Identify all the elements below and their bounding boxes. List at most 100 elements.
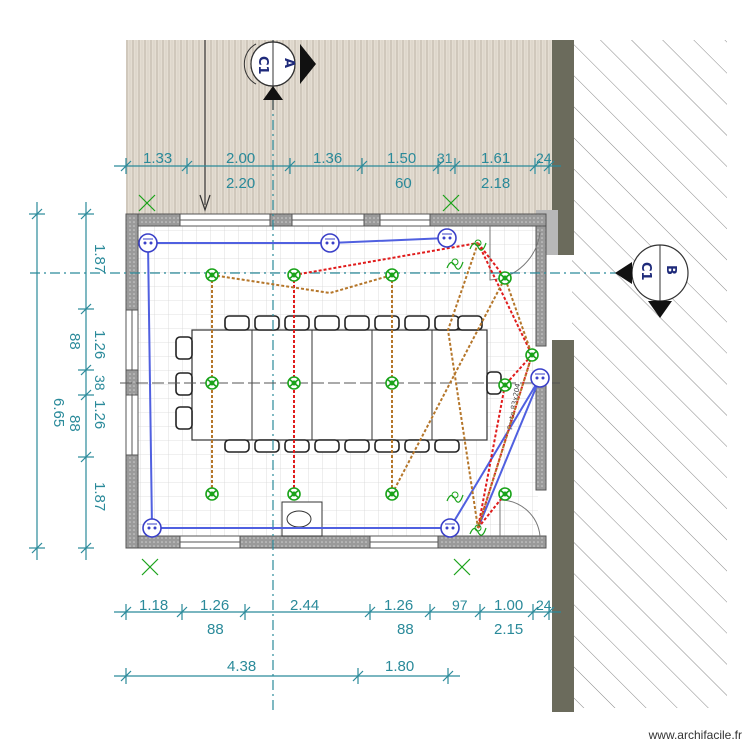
chair [344, 439, 370, 453]
watermark: www.archifacile.fr [648, 728, 742, 742]
light-point [525, 348, 539, 362]
socket [437, 228, 457, 248]
door-swing-top-right [489, 226, 541, 281]
dim-top-lower-3: 2.18 [481, 175, 510, 192]
chair [404, 315, 430, 331]
section-b-sheet: C1 [638, 262, 653, 281]
light-point [205, 487, 219, 501]
x-marker [453, 558, 471, 576]
dim-bottom-total-1: 4.38 [227, 658, 256, 675]
chair [224, 439, 250, 453]
dimension-lines [29, 158, 561, 684]
dining-table [191, 329, 488, 441]
dim-top-3: 1.36 [313, 150, 342, 167]
axis-lines [30, 40, 620, 710]
light-points [205, 268, 539, 501]
dim-top-1: 1.33 [143, 150, 172, 167]
dim-left-mid-1: 88 [66, 333, 83, 350]
switches [446, 239, 487, 536]
socket [138, 233, 158, 253]
socket [142, 518, 162, 538]
dim-top-6: 1.61 [481, 150, 510, 167]
sockets [138, 228, 550, 538]
hatched-wall-area [572, 40, 727, 708]
chair [224, 315, 250, 331]
wiring-brown [211, 242, 534, 529]
chair [457, 315, 483, 331]
dim-left-4: 1.26 [91, 400, 108, 429]
wood-deck [126, 40, 556, 218]
dim-bottom-4: 1.26 [384, 597, 413, 614]
chair [284, 315, 310, 331]
light-point [205, 268, 219, 282]
dim-left-total: 6.65 [50, 398, 67, 427]
dim-top-5: 31 [437, 150, 453, 166]
chair [314, 439, 340, 453]
dim-top-lower-2: 60 [395, 175, 412, 192]
section-a-letter: A [281, 58, 296, 68]
dim-bottom-6: 1.00 [494, 597, 523, 614]
chair [404, 439, 430, 453]
section-marker-b: B C1 [615, 244, 689, 318]
chair [175, 372, 193, 396]
light-point [498, 378, 512, 392]
x-marker [141, 558, 159, 576]
corner-x-markers [138, 194, 471, 576]
light-point [287, 487, 301, 501]
neighbour-wall-lower [552, 340, 574, 712]
switch [469, 524, 487, 536]
chair [175, 406, 193, 430]
socket [440, 518, 460, 538]
section-marker-a: A C1 [243, 40, 316, 110]
light-point [287, 268, 301, 282]
light-point [498, 487, 512, 501]
dim-bottom-2: 1.26 [200, 597, 229, 614]
chair [344, 315, 370, 331]
light-point [385, 487, 399, 501]
light-point [498, 271, 512, 285]
room-walls [125, 213, 547, 549]
dim-left-2: 1.26 [91, 330, 108, 359]
chair [314, 315, 340, 331]
switch [446, 491, 464, 503]
chair [374, 439, 400, 453]
socket [530, 368, 550, 388]
dim-bottom-7: 24 [536, 597, 552, 613]
entry-arrow [199, 40, 211, 212]
dim-bottom-lower-3: 2.15 [494, 621, 523, 638]
switch [446, 258, 464, 270]
light-point [385, 268, 399, 282]
chair [434, 315, 460, 331]
dim-left-1: 1.87 [91, 244, 108, 273]
x-marker [442, 194, 460, 212]
dim-left-5: 1.87 [91, 482, 108, 511]
light-point [205, 376, 219, 390]
dim-bottom-lower-1: 88 [207, 621, 224, 638]
dim-top-2: 2.00 [226, 150, 255, 167]
section-a-sheet: C1 [255, 56, 270, 75]
dim-bottom-total-2: 1.80 [385, 658, 414, 675]
chair [254, 439, 280, 453]
dim-top-lower-1: 2.20 [226, 175, 255, 192]
section-b-letter: B [663, 265, 678, 275]
dim-bottom-1: 1.18 [139, 597, 168, 614]
switch [469, 239, 487, 251]
chair [374, 315, 400, 331]
chair [175, 336, 193, 360]
neighbour-wall [552, 40, 574, 255]
chair [434, 439, 460, 453]
dim-left-3: 38 [92, 375, 108, 391]
washbasin [281, 501, 323, 537]
socket [320, 233, 340, 253]
dim-top-7: 24 [536, 150, 552, 166]
chair [254, 315, 280, 331]
dim-top-4: 1.50 [387, 150, 416, 167]
light-point [385, 376, 399, 390]
dim-bottom-lower-2: 88 [397, 621, 414, 638]
x-marker [138, 194, 156, 212]
chair [284, 439, 310, 453]
light-point [287, 376, 301, 390]
dim-bottom-5: 97 [452, 597, 468, 613]
dim-bottom-3: 2.44 [290, 597, 319, 614]
